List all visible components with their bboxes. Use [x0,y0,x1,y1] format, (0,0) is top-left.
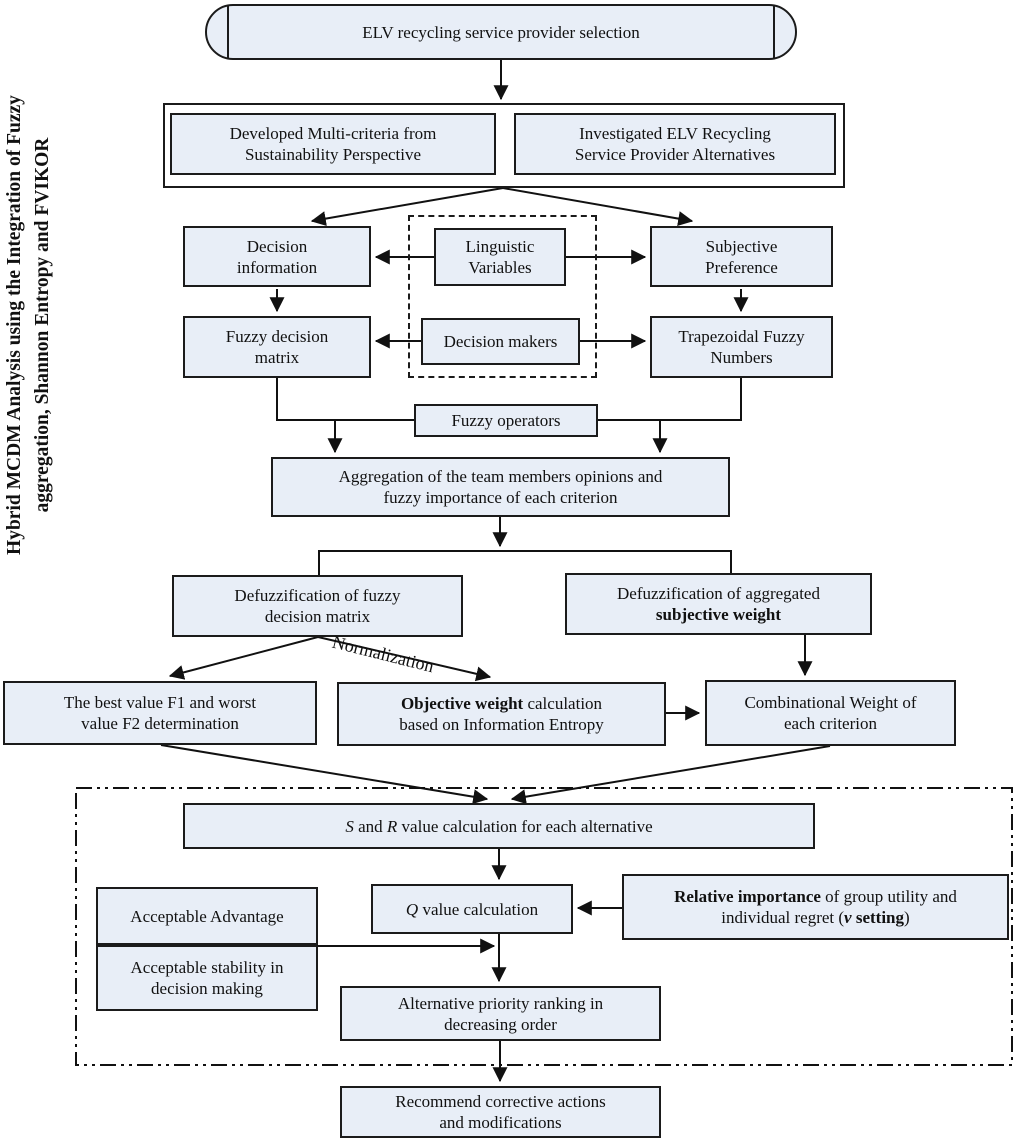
decision-makers-label: Decision makers [443,332,558,351]
best-worst-box: The best value F1 and worst value F2 det… [3,681,317,745]
aggregation-box: Aggregation of the team members opinions… [271,457,730,517]
objective-weight-box: Objective weight calculation based on In… [337,682,666,746]
relative-importance-label: Relative importance of group utility and… [674,887,957,927]
acceptable-stability-label: Acceptable stability in decision making [130,958,284,998]
s-r-calculation-box: S and R value calculation for each alter… [183,803,815,849]
best-worst-label: The best value F1 and worst value F2 det… [63,693,257,733]
wire-fuzzy-matrix-to-operators [276,378,414,421]
s-r-calculation-label: S and R value calculation for each alter… [345,816,653,836]
developed-criteria-label: Developed Multi-criteria from Sustainabi… [229,124,437,164]
recommend-box: Recommend corrective actions and modific… [340,1086,661,1138]
arrow-best-worst-to-sr [160,744,489,805]
investigated-alternatives-label: Investigated ELV Recycling Service Provi… [574,124,776,164]
arrow-to-subjective-preference [502,187,694,227]
investigated-alternatives-box: Investigated ELV Recycling Service Provi… [514,113,836,175]
alternative-ranking-label: Alternative priority ranking in decreasi… [397,993,604,1034]
defuzzification-subjective-box: Defuzzification of aggregated subjective… [565,573,872,635]
acceptable-stability-box: Acceptable stability in decision making [96,945,318,1011]
relative-importance-box: Relative importance of group utility and… [622,874,1009,940]
start-terminator: ELV recycling service provider selection [205,4,797,60]
recommend-label: Recommend corrective actions and modific… [395,1092,606,1132]
fuzzy-decision-matrix-label: Fuzzy decision matrix [225,327,329,367]
alternative-ranking-box: Alternative priority ranking in decreasi… [340,986,661,1041]
terminator-right-capline [773,5,775,59]
wire-trapezoidal-to-operators [598,378,742,421]
figure-vertical-title: Hybrid MCDM Analysis using the Integrati… [1,15,59,635]
trapezoidal-fuzzy-numbers-label: Trapezoidal Fuzzy Numbers [678,327,805,367]
arrow-to-best-worst [168,636,319,680]
fuzzy-decision-matrix-box: Fuzzy decision matrix [183,316,371,378]
decision-makers-box: Decision makers [421,318,580,365]
subjective-preference-label: Subjective Preference [705,236,778,277]
wire-split-defuzzification [318,550,732,575]
objective-weight-label: Objective weight calculation based on In… [399,694,604,734]
defuzzification-matrix-label: Defuzzification of fuzzy decision matrix [234,586,401,626]
q-calculation-box: Q value calculation [371,884,573,934]
vertical-title-line1: Hybrid MCDM Analysis using the Integrati… [4,95,25,555]
acceptable-advantage-box: Acceptable Advantage [96,887,318,945]
fuzzy-operators-box: Fuzzy operators [414,404,598,437]
combinational-weight-box: Combinational Weight of each criterion [705,680,956,746]
acceptable-advantage-label: Acceptable Advantage [130,906,284,926]
developed-criteria-box: Developed Multi-criteria from Sustainabi… [170,113,496,175]
combinational-weight-label: Combinational Weight of each criterion [744,693,917,733]
decision-information-label: Decision information [236,236,318,277]
decision-information-box: Decision information [183,226,371,287]
arrow-to-decision-information [310,187,504,227]
linguistic-variables-box: Linguistic Variables [434,228,566,286]
arrow-normalization-to-objective [317,636,492,682]
terminator-left-capline [227,5,229,59]
arrow-combinational-to-sr [510,745,831,805]
linguistic-variables-label: Linguistic Variables [465,237,535,277]
aggregation-label: Aggregation of the team members opinions… [338,467,663,507]
defuzzification-matrix-box: Defuzzification of fuzzy decision matrix [172,575,463,637]
decision-makers-boundary [408,215,597,378]
q-calculation-label: Q value calculation [405,899,539,919]
subjective-preference-box: Subjective Preference [650,226,833,287]
fvikor-boundary [75,787,1013,1066]
defuzzification-subjective-label: Defuzzification of aggregated subjective… [617,584,820,624]
trapezoidal-fuzzy-numbers-box: Trapezoidal Fuzzy Numbers [650,316,833,378]
fuzzy-operators-label: Fuzzy operators [451,411,561,430]
vertical-title-line2: aggregation, Shannon Entropy and FVIKOR [32,137,53,513]
start-label: ELV recycling service provider selection [362,22,640,42]
